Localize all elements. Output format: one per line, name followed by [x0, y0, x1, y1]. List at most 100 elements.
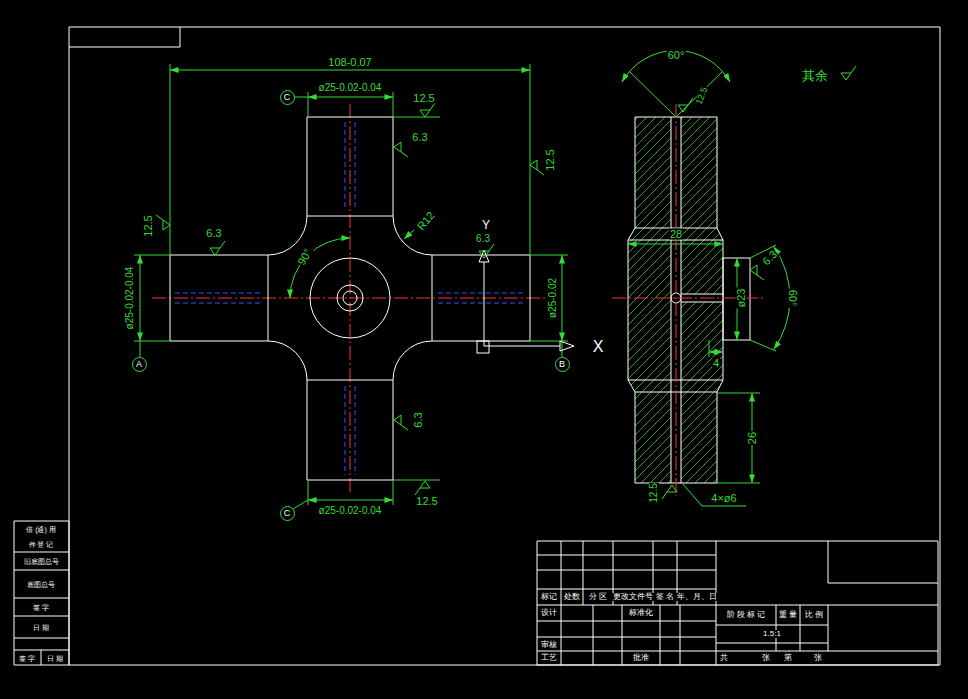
dimension-text: 26 [747, 431, 758, 445]
hatch-line [697, 80, 968, 490]
table-rule [14, 616, 69, 617]
roughness-symbol [210, 241, 225, 255]
table-rule [537, 637, 716, 638]
hatch-line [688, 80, 968, 490]
dimension-text: 4 [712, 358, 720, 369]
boss [723, 258, 750, 340]
leader-line [702, 506, 746, 507]
bore-line [681, 302, 723, 303]
dimension-line [308, 500, 393, 501]
bore-circle [310, 258, 390, 338]
table-rule [14, 598, 69, 599]
table-cell: 张 [813, 654, 823, 662]
hatch-line [607, 80, 968, 490]
hatch-line [571, 80, 968, 490]
table-cell: 第 [783, 654, 793, 662]
title-block [537, 541, 938, 665]
hatch-line [553, 80, 963, 490]
table-cell: 1.5:1 [762, 630, 782, 638]
hatch-line [220, 80, 630, 490]
datum-circle-outline [280, 506, 294, 520]
angle-arc [290, 238, 350, 298]
axis-arrow [560, 341, 574, 351]
roughness-symbol [415, 481, 430, 495]
roughness-symbol [750, 265, 764, 280]
leader-line [404, 230, 414, 239]
dimension-line [562, 255, 563, 341]
table-cell: 分 区 [588, 593, 608, 601]
hatch-line [382, 80, 792, 490]
roughness-symbol [210, 241, 225, 255]
table-rule [680, 605, 681, 665]
journal-arm [432, 255, 530, 341]
table-rule [14, 638, 69, 639]
table-rule [537, 570, 716, 571]
table-rule [716, 625, 828, 626]
dimension-text: 60° [667, 50, 686, 61]
table-rule [828, 583, 938, 584]
dimension-line [709, 352, 723, 353]
table-cell: 年、月、日 [676, 593, 718, 601]
table-cell: 审核 [540, 641, 558, 649]
roughness-symbol [662, 485, 677, 499]
bore-line [681, 294, 723, 295]
hatch-line [616, 80, 968, 490]
datum-leader [140, 341, 141, 357]
hatch-line [526, 80, 936, 490]
table-cell: 日 期 [46, 655, 64, 662]
dimension-line [628, 244, 723, 245]
table-cell: 处数 [563, 593, 581, 601]
hidden-line [175, 293, 262, 294]
extension-line [134, 341, 170, 342]
table-cell: 旧底图总号 [23, 558, 60, 565]
table-cell: 底图总号 [26, 581, 56, 588]
table-rule [537, 621, 716, 622]
datum-circle: B [555, 357, 570, 372]
dimension-text: 12.5 [649, 482, 659, 503]
hatch-line [706, 80, 968, 490]
datum-circle: C [280, 506, 295, 521]
hatch-line [661, 80, 968, 490]
extension-line [134, 255, 170, 256]
roughness-symbol [678, 98, 693, 112]
table-cell: 批准 [632, 654, 650, 662]
hidden-line [355, 122, 356, 210]
table-cell: 更改文件号 [612, 593, 654, 601]
dimension-text: X [592, 339, 605, 355]
hatch-line [409, 80, 819, 490]
dimension-text: 12.5 [143, 214, 154, 237]
dimension-text: 12.5 [415, 496, 438, 507]
dimension-text: 6.3 [205, 228, 222, 239]
hatch-line [247, 80, 657, 490]
extension-line [308, 92, 309, 117]
roughness-symbol [156, 215, 170, 230]
table-rule [14, 570, 69, 571]
hidden-line [438, 293, 525, 294]
hatch-line [580, 80, 968, 490]
table-rule [716, 541, 717, 665]
table-cell: 日 期 [32, 624, 50, 631]
extension-line [750, 340, 776, 351]
angle-arc [622, 50, 730, 82]
table-rule [561, 541, 562, 605]
hatch-line [643, 80, 968, 490]
dimension-text: ø25-0.02 [548, 277, 558, 319]
journal-arm [170, 255, 268, 341]
axis-arrow [479, 250, 489, 262]
center-line [350, 104, 351, 494]
left-strip [14, 521, 69, 665]
journal-arm [307, 117, 393, 216]
table-rule [828, 541, 829, 583]
hatch-line [724, 80, 968, 490]
table-rule [828, 605, 829, 651]
dimension-text: 6.3 [475, 234, 491, 244]
hatch-line [589, 80, 968, 490]
table-rule [622, 605, 623, 665]
table-cell: 标记 [540, 593, 558, 601]
hatch-line [229, 80, 639, 490]
extension-line [393, 480, 440, 481]
roughness-symbol [479, 244, 494, 258]
table-cell: 借 (通) 用 [25, 526, 57, 533]
